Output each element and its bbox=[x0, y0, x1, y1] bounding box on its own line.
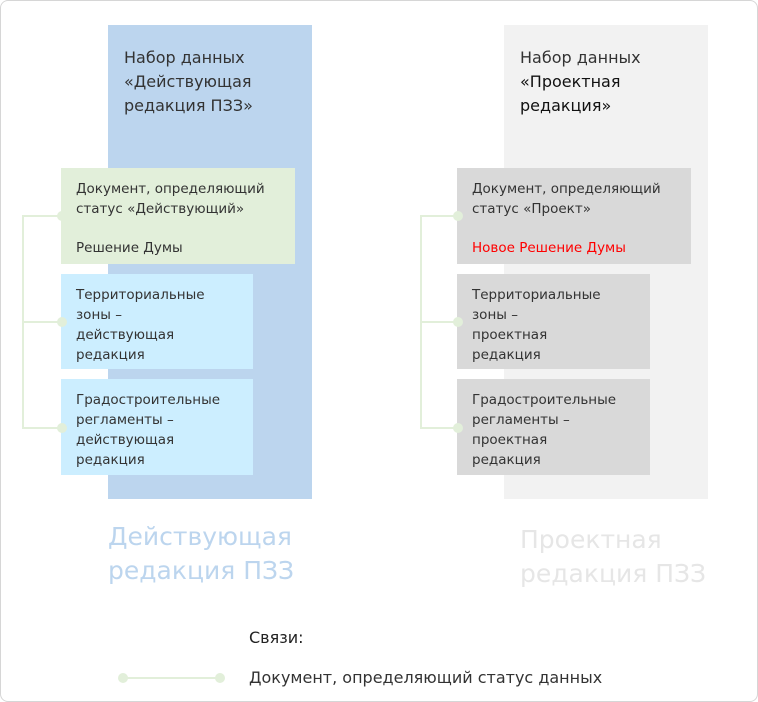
text: статус «Проект» bbox=[472, 201, 591, 217]
legend-item-label: Документ, определяющий статус данных bbox=[249, 668, 603, 687]
current-dataset-title: Набор данных «Действующая редакция ПЗЗ» bbox=[124, 46, 253, 118]
text: редакция bbox=[76, 452, 145, 468]
text: редакция bbox=[76, 347, 145, 363]
text: редакция ПЗЗ bbox=[108, 556, 295, 585]
title-line: Набор данных bbox=[124, 48, 245, 67]
text: Проектная bbox=[520, 525, 662, 554]
text: редакция bbox=[472, 452, 541, 468]
text: статус «Действующий» bbox=[76, 201, 245, 217]
legend-title: Связи: bbox=[249, 628, 304, 647]
link-line bbox=[22, 215, 64, 217]
current-regulations-box: Градостроительные регламенты – действующая… bbox=[61, 379, 253, 475]
link-dot bbox=[453, 317, 463, 327]
title-line: «Действующая bbox=[124, 72, 252, 91]
link-line bbox=[420, 321, 460, 323]
text: редакция bbox=[472, 347, 541, 363]
text: проектная bbox=[472, 327, 548, 343]
project-status-document-box: Документ, определяющий статус «Проект» Н… bbox=[457, 168, 691, 264]
text: Территориальные bbox=[472, 287, 601, 303]
link-dot bbox=[57, 317, 67, 327]
link-line bbox=[22, 321, 64, 323]
title-line: Набор данных bbox=[520, 48, 641, 67]
text: Территориальные bbox=[76, 287, 205, 303]
link-line bbox=[420, 427, 460, 429]
project-zones-box: Территориальные зоны – проектная редакция bbox=[457, 274, 650, 369]
text: Градостроительные bbox=[472, 392, 617, 408]
current-caption: Действующая редакция ПЗЗ bbox=[108, 520, 294, 588]
document-name: Новое Решение Думы bbox=[472, 240, 626, 256]
text: действующая bbox=[76, 327, 175, 343]
text: Градостроительные bbox=[76, 392, 221, 408]
link-line bbox=[420, 215, 460, 217]
text: регламенты – bbox=[76, 412, 174, 428]
text: зоны – bbox=[76, 307, 122, 323]
text: редакция ПЗЗ bbox=[520, 559, 707, 588]
title-line: редакция ПЗЗ» bbox=[124, 96, 253, 115]
text: Действующая bbox=[108, 522, 292, 551]
project-regulations-box: Градостроительные регламенты – проектная ре… bbox=[457, 379, 650, 475]
text: Документ, определяющий bbox=[472, 181, 661, 197]
text: проектная bbox=[472, 432, 548, 448]
legend-dot bbox=[118, 673, 128, 683]
current-status-document-box: Документ, определяющий статус «Действующ… bbox=[61, 168, 295, 264]
link-dot bbox=[57, 211, 67, 221]
current-zones-box: Территориальные зоны – действующая редакция bbox=[61, 274, 253, 369]
project-dataset-title: Набор данных «Проектная редакция» bbox=[520, 46, 641, 118]
link-dot bbox=[57, 423, 67, 433]
project-caption: Проектная редакция ПЗЗ bbox=[520, 523, 706, 591]
legend-link-line bbox=[123, 677, 221, 679]
text: Документ, определяющий bbox=[76, 181, 265, 197]
title-line: редакция» bbox=[520, 96, 612, 115]
link-line bbox=[22, 427, 64, 429]
link-dot bbox=[453, 423, 463, 433]
text: регламенты – bbox=[472, 412, 570, 428]
link-dot bbox=[453, 211, 463, 221]
text: действующая bbox=[76, 432, 175, 448]
document-name: Решение Думы bbox=[76, 240, 183, 256]
text: зоны – bbox=[472, 307, 518, 323]
title-line: «Проектная bbox=[520, 72, 621, 91]
legend-dot bbox=[215, 673, 225, 683]
